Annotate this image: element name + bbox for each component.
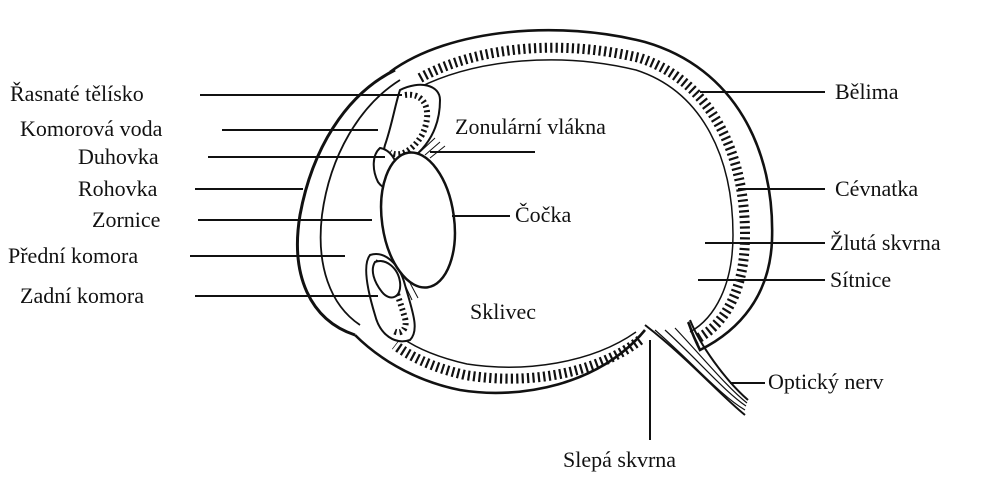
- label-slepa-skvrna: Slepá skvrna: [563, 448, 676, 472]
- label-komorova-voda: Komorová voda: [20, 117, 162, 141]
- optic-nerve: [645, 320, 748, 415]
- label-zluta-skvrna: Žlutá skvrna: [830, 231, 941, 255]
- label-sitnice: Sítnice: [830, 268, 891, 292]
- label-rasnate-telisko: Řasnaté tělísko: [10, 82, 144, 106]
- label-zornice: Zornice: [92, 208, 160, 232]
- label-belima: Bělima: [835, 80, 899, 104]
- label-opticky-nerv: Optický nerv: [768, 370, 883, 394]
- label-sklivec: Sklivec: [470, 300, 536, 324]
- retina-lower: [395, 340, 640, 379]
- label-zonularni-vlakna: Zonulární vlákna: [455, 115, 606, 139]
- label-cevnatka: Cévnatka: [835, 177, 918, 201]
- label-duhovka: Duhovka: [78, 145, 159, 169]
- label-cocka: Čočka: [515, 203, 571, 227]
- label-rohovka: Rohovka: [78, 177, 157, 201]
- label-predni-komora: Přední komora: [8, 244, 138, 268]
- choroid-layer: [420, 48, 745, 340]
- label-zadni-komora: Zadní komora: [20, 284, 144, 308]
